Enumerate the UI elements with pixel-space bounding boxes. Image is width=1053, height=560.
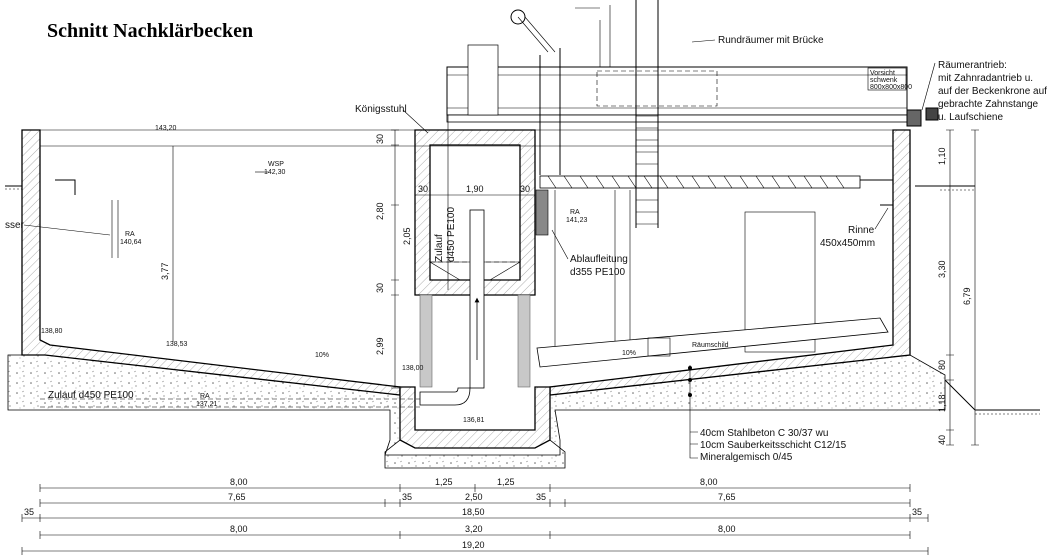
center-pit — [399, 386, 551, 449]
label-ra-left: RA — [125, 231, 135, 238]
dim-row2-e: 7,65 — [718, 492, 736, 502]
column-right — [517, 294, 531, 388]
bridge — [446, 5, 939, 290]
terrain — [5, 185, 1040, 415]
dim-110: 1,10 — [937, 147, 947, 165]
label-ra-bottom-value: 137,21 — [196, 401, 218, 408]
label-wsp-value: 142,30 — [264, 169, 286, 176]
drawing-title: Schnitt Nachklärbecken — [47, 20, 253, 42]
dim-row4-c: 8,00 — [718, 524, 736, 534]
label-zulauf-vertical-2: d450 PE100 — [446, 207, 457, 262]
label-layer-1: 40cm Stahlbeton C 30/37 wu — [700, 428, 828, 439]
raeumschild — [536, 317, 889, 368]
dim-205: 2,05 — [402, 227, 412, 245]
label-wsp: WSP — [268, 161, 284, 168]
label-level-13800: 138,00 — [402, 365, 424, 372]
dim-row3-a: 35 — [24, 507, 34, 517]
label-ra-mid-value: 141,23 — [566, 217, 588, 224]
dim-30-left: 30 — [418, 184, 428, 194]
ladder — [635, 0, 659, 228]
dim-30-bottom: 30 — [375, 283, 385, 293]
inlet-pipe-vertical — [469, 209, 485, 389]
dim-row4-b: 3,20 — [465, 524, 483, 534]
label-wasser: sser — [5, 220, 25, 231]
dim-30-top: 30 — [375, 134, 385, 144]
dim-row5-a: 19,20 — [462, 540, 485, 550]
dim-row1-b: 1,25 — [435, 477, 453, 487]
label-ablaufleitung-1: Ablaufleitung — [570, 254, 628, 265]
label-koenigsstuhl: Königsstuhl — [355, 104, 407, 115]
dimensions-inner: 30 2,80 2,05 30 2,99 3,77 30 1,90 30 — [160, 129, 535, 389]
label-level-14320: 143,20 — [155, 125, 177, 132]
dim-row4-a: 8,00 — [230, 524, 248, 534]
dim-377: 3,77 — [160, 262, 170, 280]
label-ablaufleitung-2: d355 PE100 — [570, 267, 625, 278]
label-raeumerantrieb-5: u. Laufschiene — [938, 112, 1003, 123]
label-layer-3: Mineralgemisch 0/45 — [700, 452, 793, 463]
dim-row2-a: 7,65 — [228, 492, 246, 502]
label-raeumerantrieb-1: Räumerantrieb: — [938, 60, 1007, 71]
dim-row3-b: 18,50 — [462, 507, 485, 517]
label-raeumerantrieb-3: auf der Beckenkrone auf — [938, 86, 1047, 97]
label-vorsicht-2: schwenk — [870, 77, 898, 84]
label-raeumerantrieb-2: mit Zahnradantrieb u. — [938, 73, 1033, 84]
label-zulauf-vertical-1: Zulauf — [434, 234, 445, 262]
label-ra-left-value: 140,64 — [120, 239, 142, 246]
dim-80: 80 — [937, 360, 947, 370]
label-slope-left: 10% — [315, 352, 329, 359]
label-level-13880: 138,80 — [41, 328, 63, 335]
dimensions-right: 1,10 3,30 6,79 80 1,18 40 — [937, 129, 979, 446]
dim-row2-b: 35 — [402, 492, 412, 502]
dim-679: 6,79 — [962, 287, 972, 305]
labels: Rundräumer mit Brücke Räumerantrieb: mit… — [5, 35, 1047, 463]
column-left — [419, 294, 433, 388]
left-wall — [21, 129, 401, 396]
dim-row2-d: 35 — [536, 492, 546, 502]
label-vorsicht-1: Vorsicht — [870, 70, 895, 77]
label-rundraeumer: Rundräumer mit Brücke — [718, 35, 824, 46]
dim-190: 1,90 — [466, 184, 484, 194]
label-rinne-2: 450x450mm — [820, 238, 875, 249]
dimensions-bottom: 8,00 1,25 1,25 8,00 7,65 35 2,50 35 7,65… — [21, 477, 929, 555]
label-ra-mid: RA — [570, 209, 580, 216]
dim-118: 1,18 — [937, 394, 947, 412]
koenigsstuhl-structure — [414, 129, 536, 296]
dim-40: 40 — [937, 435, 947, 445]
dim-row3-c: 35 — [912, 507, 922, 517]
label-layer-2: 10cm Sauberkeitsschicht C12/15 — [700, 440, 847, 451]
dim-299: 2,99 — [375, 337, 385, 355]
dim-row2-c: 2,50 — [465, 492, 483, 502]
dim-row1-d: 8,00 — [700, 477, 718, 487]
label-vorsicht-3: 800x800x800 — [870, 84, 912, 91]
label-rinne-1: Rinne — [848, 225, 875, 236]
dim-330: 3,30 — [937, 260, 947, 278]
dim-280: 2,80 — [375, 202, 385, 220]
label-slope-right: 10% — [622, 350, 636, 357]
rinne-frame — [744, 211, 816, 353]
label-raeumerantrieb-4: gebrachte Zahnstange — [938, 99, 1039, 110]
label-ra-bottom: RA — [200, 393, 210, 400]
label-zulauf-horizontal: Zulauf d450 PE100 — [48, 390, 134, 401]
label-raeumschild: Räumschild — [692, 342, 729, 349]
label-level-13681: 136,81 — [463, 417, 485, 424]
label-level-13853: 138,53 — [166, 341, 188, 348]
dim-row1-c: 1,25 — [497, 477, 515, 487]
screw-conveyor — [535, 175, 861, 236]
dim-row1-a: 8,00 — [230, 477, 248, 487]
dim-30-right: 30 — [520, 184, 530, 194]
